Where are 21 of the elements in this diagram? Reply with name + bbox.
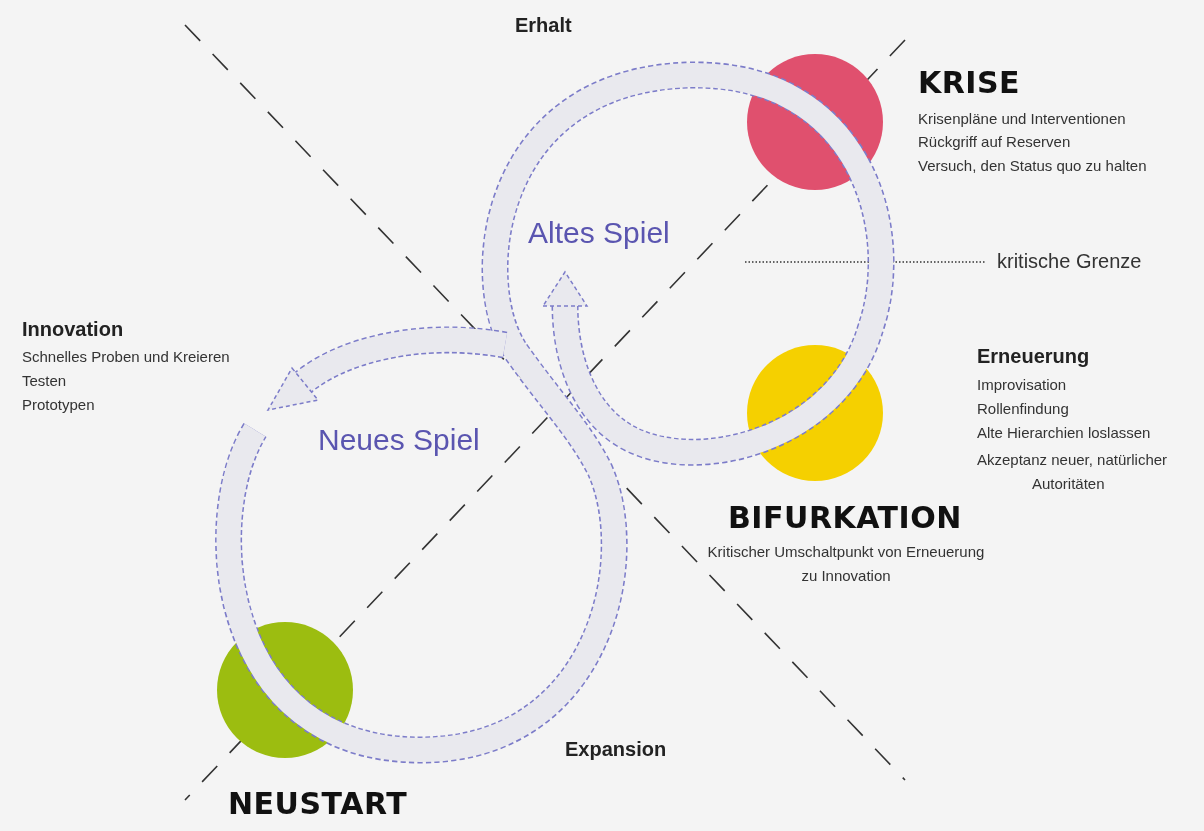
list-item: Prototypen [22, 396, 95, 414]
list-item: Versuch, den Status quo zu halten [918, 157, 1147, 175]
list-item: Krisenpläne und Interventionen [918, 110, 1126, 128]
description-text: Kritischer Umschaltpunkt von Erneuerung zu Innovation [706, 542, 986, 586]
phase-heading: KRISE [918, 66, 1021, 101]
axis-label: Erhalt [515, 14, 572, 37]
loop-label: Altes Spiel [528, 216, 670, 251]
list-item: Akzeptanz neuer, natürlicher Autoritäten [977, 450, 1169, 494]
list-item: Testen [22, 372, 67, 390]
list-item: Rückgriff auf Reserven [918, 133, 1071, 151]
phase-heading: NEUSTART [228, 787, 408, 822]
loop-label: Neues Spiel [318, 423, 480, 458]
boundary-label: kritische Grenze [997, 250, 1142, 273]
section-heading: Innovation [22, 318, 124, 341]
phase-heading: BIFURKATION [728, 501, 962, 536]
section-heading: Erneuerung [977, 345, 1090, 368]
list-item: Rollenfindung [977, 400, 1069, 418]
list-item: Schnelles Proben und Kreieren [22, 348, 230, 366]
list-item: Improvisation [977, 376, 1067, 394]
axis-label: Expansion [565, 738, 667, 761]
list-item: Alte Hierarchien loslassen [977, 424, 1151, 442]
